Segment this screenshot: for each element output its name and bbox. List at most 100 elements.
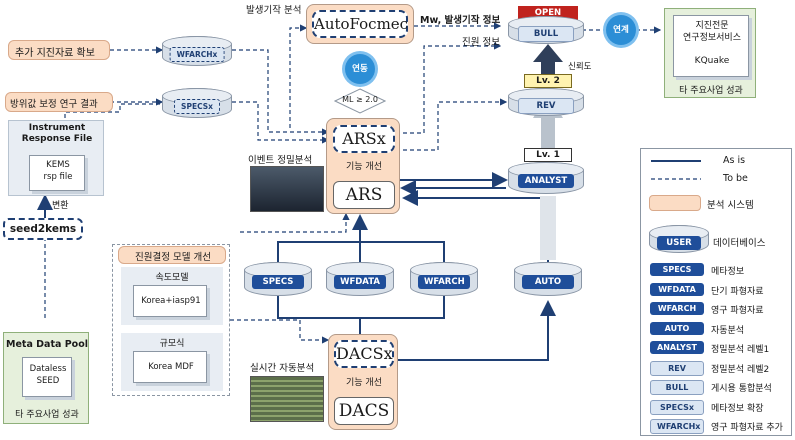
db-analyst: ANALYST — [508, 162, 584, 194]
ml-diamond-shape — [333, 88, 387, 114]
model-panel-title: 진원결정 모델 개선 — [135, 252, 211, 263]
reliability-label: 신뢰도 — [568, 62, 592, 72]
event-analysis-label: 발생기작 분석 — [246, 5, 302, 16]
legend-text-wfarch: 영구 파형자료 — [711, 306, 764, 316]
kquake-title: 지진전문 연구정보서비스 — [683, 21, 741, 43]
lv2-badge: Lv. 2 — [524, 74, 572, 88]
dacs-system: DACSx 기능 개선 DACS — [328, 334, 398, 430]
legend-text-rev: 정밀분석 레벨2 — [711, 364, 770, 375]
conversion-label: 변환 — [52, 201, 69, 211]
db-wfarchx: WFARCHx — [162, 36, 232, 66]
magnitude-doc: Korea MDF — [133, 351, 207, 383]
azimuth-study-box: 방위값 보정 연구 결과 — [5, 92, 113, 112]
db-auto: AUTO — [514, 262, 582, 296]
autofocmec-system: AutoFocmec — [306, 4, 414, 44]
source-info-label: 진원 정보 — [462, 37, 500, 48]
kquake-name: KQuake — [694, 56, 730, 66]
dataless-seed-doc: Dataless SEED — [22, 357, 72, 397]
ars-box: ARS — [333, 181, 395, 209]
legend-tag-auto: AUTO — [650, 321, 704, 335]
kquake-panel: 지진전문 연구정보서비스 KQuake 타 주요사업 성과 — [664, 8, 756, 98]
magnitude-section: 규모식 Korea MDF — [121, 333, 223, 391]
model-panel-title-box: 진원결정 모델 개선 — [118, 246, 226, 264]
velocity-section: 속도모델 Korea+iasp91 — [121, 267, 223, 325]
magnitude-label: 규모식 — [159, 339, 185, 349]
linkage-gear-icon: 연동 — [345, 54, 375, 84]
seed2kems-box: seed2kems — [3, 218, 83, 240]
ars-system: ARSx 기능 개선 ARS — [326, 118, 400, 214]
seed2kems-label: seed2kems — [9, 223, 77, 235]
kquake-caption: 타 주요사업 성과 — [679, 86, 743, 96]
legend-text-wfarchx: 영구 파형자료 추가 — [711, 423, 783, 433]
db-wfarch: WFARCH — [410, 262, 478, 296]
realtime-analysis-label: 실시간 자동분석 — [250, 363, 315, 374]
magnitude-doc-label: Korea MDF — [148, 362, 194, 372]
instrument-file-label: KEMS rsp file — [43, 160, 73, 182]
db-wfdata: WFDATA — [326, 262, 394, 296]
legend-text-specs: 메타정보 — [711, 267, 745, 277]
legend-line-samples — [651, 160, 701, 180]
ml-condition-label: ML ≥ 2.0 — [342, 95, 378, 104]
instrument-file-doc: KEMS rsp file — [29, 155, 85, 191]
legend-system-text: 분석 시스템 — [707, 200, 754, 211]
legend-tag-wfarchx: WFARCHx — [650, 419, 704, 434]
func-improve-bottom-label: 기능 개선 — [346, 378, 382, 388]
model-panel: 속도모델 Korea+iasp91 규모식 Korea MDF — [112, 244, 230, 396]
metadata-pool: Meta Data Pool Dataless SEED 타 주요사업 성과 — [3, 332, 89, 424]
legend-tag-bull: BULL — [650, 380, 704, 395]
kquake-doc: 지진전문 연구정보서비스 KQuake — [673, 15, 749, 77]
legend-text-analyst: 정밀분석 레벨1 — [711, 345, 770, 355]
legend-as-is: As is — [723, 155, 746, 166]
legend-text-auto: 자동분석 — [711, 325, 745, 336]
db-wfarchx-label: WFARCHx — [169, 47, 225, 62]
dataless-seed-label: Dataless SEED — [29, 364, 67, 386]
metadata-pool-title: Meta Data Pool — [6, 339, 88, 350]
legend-panel: As is To be 분석 시스템 USER 데이터베이스 SPECS 메타정보… — [640, 148, 792, 436]
velocity-doc: Korea+iasp91 — [133, 285, 207, 317]
legend-db-text: 데이터베이스 — [713, 238, 766, 249]
metadata-pool-caption: 타 주요사업 성과 — [15, 410, 79, 420]
legend-db-swatch: USER — [649, 225, 709, 253]
extra-data-box: 추가 지진자료 확보 — [8, 40, 110, 60]
db-rev: REV — [508, 88, 584, 116]
legend-tag-specs: SPECS — [650, 263, 704, 276]
db-specsx: SPECSx — [162, 88, 232, 118]
db-bull-label: BULL — [518, 26, 574, 42]
db-auto-label: AUTO — [522, 275, 574, 289]
func-improve-top-label: 기능 개선 — [346, 162, 382, 172]
extra-data-label: 추가 지진자료 확보 — [15, 48, 95, 59]
velocity-doc-label: Korea+iasp91 — [141, 296, 201, 306]
legend-tag-rev: REV — [650, 360, 704, 376]
link-gear-icon: 연계 — [606, 15, 636, 45]
db-specs: SPECS — [244, 262, 312, 296]
instrument-title: Instrument Response File — [21, 123, 93, 144]
db-analyst-label: ANALYST — [518, 174, 574, 188]
db-wfarch-label: WFARCH — [418, 275, 470, 289]
legend-user-tag: USER — [657, 236, 701, 250]
legend-tag-wfarch: WFARCH — [650, 302, 704, 315]
legend-to-be: To be — [723, 173, 748, 184]
dacs-photo — [250, 376, 324, 422]
legend-tag-wfdata: WFDATA — [650, 282, 704, 296]
db-bull: BULL — [508, 16, 584, 44]
db-wfdata-label: WFDATA — [334, 275, 386, 289]
ars-photo — [250, 166, 324, 212]
arsx-box: ARSx — [333, 125, 395, 153]
lv1-badge: Lv. 1 — [524, 148, 572, 162]
db-specs-label: SPECS — [252, 275, 304, 289]
instrument-panel: Instrument Response File KEMS rsp file — [8, 120, 104, 196]
legend-text-specsx: 메타정보 확장 — [711, 403, 764, 414]
legend-tag-specsx: SPECSx — [650, 399, 704, 415]
mw-info-label: Mw, 발생기작 정보 — [420, 15, 501, 26]
legend-text-bull: 게시용 통합분석 — [711, 384, 772, 394]
azimuth-study-label: 방위값 보정 연구 결과 — [10, 99, 98, 110]
legend-tag-analyst: ANALYST — [650, 341, 704, 354]
precise-analysis-label: 이벤트 정밀분석 — [248, 155, 313, 166]
dacs-box: DACS — [334, 397, 394, 425]
dacsx-box: DACSx — [334, 340, 394, 368]
autofocmec-box: AutoFocmec — [312, 10, 408, 38]
db-specsx-label: SPECSx — [174, 99, 220, 114]
legend-system-swatch — [649, 195, 701, 211]
velocity-label: 속도모델 — [155, 273, 189, 283]
legend-text-wfdata: 단기 파형자료 — [711, 286, 764, 297]
